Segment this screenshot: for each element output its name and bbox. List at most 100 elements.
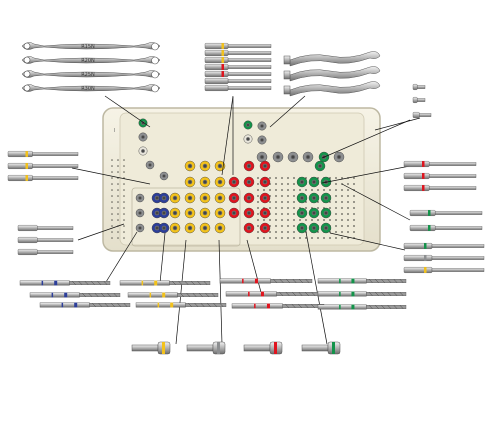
leader-line xyxy=(104,95,151,128)
perforation-dot xyxy=(329,207,331,209)
perforation-dot xyxy=(117,195,119,197)
perforation-dot xyxy=(111,183,113,185)
flute-groove xyxy=(285,292,290,296)
perforation-dot xyxy=(117,189,119,191)
color-band xyxy=(422,185,425,191)
socket-hole xyxy=(262,163,268,169)
flute-groove xyxy=(311,292,316,296)
perforation-dot xyxy=(335,237,337,239)
drill-bit xyxy=(135,302,227,308)
flute-groove xyxy=(387,292,392,296)
perforation-dot xyxy=(123,159,125,161)
driver-shaft xyxy=(37,238,74,242)
wrench-head xyxy=(151,84,159,93)
flute-groove xyxy=(113,293,118,297)
perforation-dot xyxy=(323,189,325,191)
perforation-dot xyxy=(257,225,259,227)
socket-hole xyxy=(161,195,167,201)
perforation-dot xyxy=(117,219,119,221)
perforation-dot xyxy=(117,183,119,185)
drill-shank xyxy=(317,278,367,284)
driver-head xyxy=(17,224,38,231)
color-band xyxy=(266,303,270,309)
socket-hole xyxy=(202,195,208,201)
lever-driver xyxy=(283,81,381,97)
perforation-dot xyxy=(341,213,343,215)
perforation-dot xyxy=(111,189,113,191)
wrench-ring xyxy=(23,56,31,64)
socket-hole xyxy=(202,163,208,169)
socket-hole xyxy=(138,226,142,230)
driver-bit xyxy=(204,63,272,70)
driver-shaft xyxy=(32,176,79,180)
perforation-dot xyxy=(335,231,337,233)
socket-hole xyxy=(187,179,193,185)
perforation-dot xyxy=(111,201,113,203)
instrument-group xyxy=(7,43,485,355)
flute-groove xyxy=(399,305,404,309)
driver-bit xyxy=(204,43,272,50)
driver-shaft xyxy=(429,162,477,166)
lever-body xyxy=(289,51,381,67)
perforation-dot xyxy=(111,231,113,233)
perforation-dot xyxy=(293,219,295,221)
perforation-dot xyxy=(263,237,265,239)
socket-hole xyxy=(202,179,208,185)
perforation-dot xyxy=(341,177,343,179)
driver-bit xyxy=(7,174,79,181)
flute-groove xyxy=(387,279,392,283)
socket-hole xyxy=(202,225,208,231)
socket-hole xyxy=(231,195,237,201)
flute-groove xyxy=(98,303,103,307)
wrench-label: R25N xyxy=(81,72,95,78)
socket-hole xyxy=(161,210,167,216)
drill-flute xyxy=(366,305,407,310)
perforation-dot xyxy=(317,219,319,221)
perforation-dot xyxy=(353,183,355,185)
socket-hole xyxy=(187,163,193,169)
flute-groove xyxy=(381,305,386,309)
driver-head xyxy=(204,50,229,57)
color-band xyxy=(242,278,244,284)
perforation-dot xyxy=(353,219,355,221)
perforation-dot xyxy=(347,201,349,203)
socket-hole xyxy=(246,123,250,127)
flute-groove xyxy=(107,293,112,297)
socket-hole xyxy=(138,196,142,200)
socket-hole xyxy=(323,210,329,216)
perforation-dot xyxy=(123,231,125,233)
color-band xyxy=(339,304,341,310)
flute-groove xyxy=(273,279,278,283)
perforation-dot xyxy=(335,225,337,227)
flute-groove xyxy=(298,292,303,296)
socket-hole xyxy=(299,179,305,185)
flute-groove xyxy=(279,279,284,283)
flute-groove xyxy=(180,293,184,297)
socket-hole xyxy=(246,210,252,216)
perforation-dot xyxy=(335,177,337,179)
perforation-dot xyxy=(323,219,325,221)
flute-groove xyxy=(92,303,96,307)
perforation-dot xyxy=(123,219,125,221)
flute-groove xyxy=(200,303,205,307)
perforation-dot xyxy=(347,213,349,215)
perforation-dot xyxy=(299,189,301,191)
perforation-dot xyxy=(287,207,289,209)
drill-bit xyxy=(317,278,407,284)
perforation-dot xyxy=(287,177,289,179)
driver-head xyxy=(409,209,436,216)
perforation-dot xyxy=(353,195,355,197)
perforation-dot xyxy=(293,225,295,227)
color-band xyxy=(170,302,174,308)
perforation-dot xyxy=(275,237,277,239)
socket-hole xyxy=(172,210,178,216)
flute-groove xyxy=(213,303,218,307)
flute-groove xyxy=(368,279,373,283)
perforation-dot xyxy=(305,207,307,209)
lever-driver xyxy=(283,51,381,67)
socket-hole xyxy=(311,210,317,216)
wrench: R25N xyxy=(21,70,161,79)
drill-bit xyxy=(219,278,313,284)
perforation-dot xyxy=(293,195,295,197)
flute-groove xyxy=(104,303,109,307)
